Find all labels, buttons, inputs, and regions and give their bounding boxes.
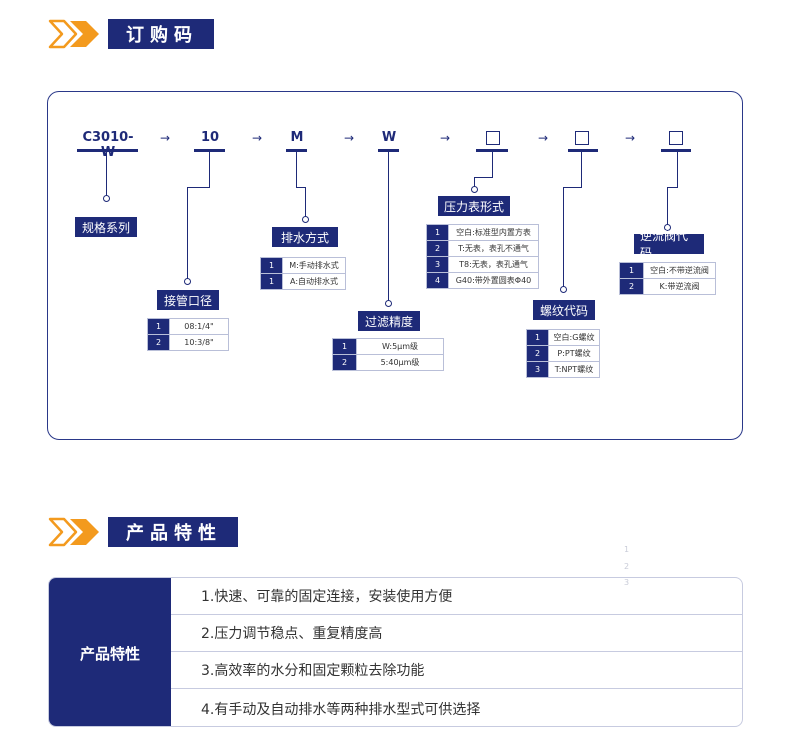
code-underline: [476, 149, 508, 152]
label-series: 规格系列: [75, 217, 137, 237]
feature-item: 4.有手动及自动排水等两种排水型式可供选择: [201, 701, 481, 718]
connector-line: [677, 151, 678, 187]
connector-dot: [302, 216, 309, 223]
ghost-number: 3: [624, 578, 630, 587]
connector-dot: [664, 224, 671, 231]
connector-line: [187, 187, 210, 188]
order-code-header: 订购码: [48, 17, 214, 51]
connector-line: [563, 187, 582, 188]
connector-dot: [103, 195, 110, 202]
connector-line: [474, 177, 475, 187]
feature-item: 2.压力调节稳点、重复精度高: [171, 615, 742, 652]
code-size: 10: [200, 130, 220, 145]
features-heading: 产品特性: [49, 578, 171, 726]
ghost-number: 1: [624, 545, 630, 554]
double-chevron-icon: [48, 517, 102, 547]
connector-line: [296, 151, 297, 187]
connector-dot: [184, 278, 191, 285]
code-model: C3010-W: [82, 130, 134, 160]
arrow-6: →: [625, 131, 636, 145]
placeholder-box-icon: [575, 131, 589, 145]
code-underline: [378, 149, 399, 152]
label-filter: 过滤精度: [358, 311, 420, 331]
connector-line: [209, 151, 210, 187]
code-underline: [194, 149, 225, 152]
order-code-frame: [47, 91, 743, 440]
placeholder-box-icon: [669, 131, 683, 145]
connector-line: [305, 187, 306, 217]
connector-line: [563, 187, 564, 287]
ghost-number: 2: [624, 562, 630, 571]
double-chevron-icon: [48, 19, 102, 49]
features-header: 产品特性: [48, 515, 238, 549]
connector-dot: [385, 300, 392, 307]
connector-dot: [471, 186, 478, 193]
connector-line: [187, 187, 188, 279]
section-title: 订购码: [108, 19, 214, 49]
placeholder-box-icon: [486, 131, 500, 145]
connector-line: [667, 187, 668, 227]
feature-item: 3.高效率的水分和固定颗粒去除功能: [171, 652, 742, 689]
features-table: 产品特性 1.快速、可靠的固定连接，安装使用方便 2.压力调节稳点、重复精度高 …: [48, 577, 743, 727]
connector-dot: [560, 286, 567, 293]
connector-line: [581, 151, 582, 187]
code-filter: W: [381, 130, 397, 145]
code-drain: M: [290, 130, 304, 145]
arrow-5: →: [538, 131, 549, 145]
feature-item: 1.快速、可靠的固定连接，安装使用方便: [171, 578, 742, 615]
label-check-valve: 逆流阀代码: [634, 229, 704, 260]
label-gauge: 压力表形式: [438, 196, 510, 216]
arrow-1: →: [160, 131, 171, 145]
connector-line: [296, 187, 306, 188]
connector-line: [106, 151, 107, 196]
arrow-2: →: [252, 131, 263, 145]
label-thread: 螺纹代码: [533, 300, 595, 320]
label-drain: 排水方式: [272, 227, 338, 247]
connector-line: [492, 151, 493, 177]
code-underline: [286, 149, 307, 152]
code-underline: [77, 149, 138, 152]
connector-line: [474, 177, 493, 178]
connector-line: [388, 151, 389, 301]
connector-line: [667, 187, 678, 188]
code-underline: [568, 149, 598, 152]
label-port: 接管口径: [157, 290, 219, 310]
section-title: 产品特性: [108, 517, 238, 547]
arrow-3: →: [344, 131, 355, 145]
code-underline: [661, 149, 691, 152]
arrow-4: →: [440, 131, 451, 145]
